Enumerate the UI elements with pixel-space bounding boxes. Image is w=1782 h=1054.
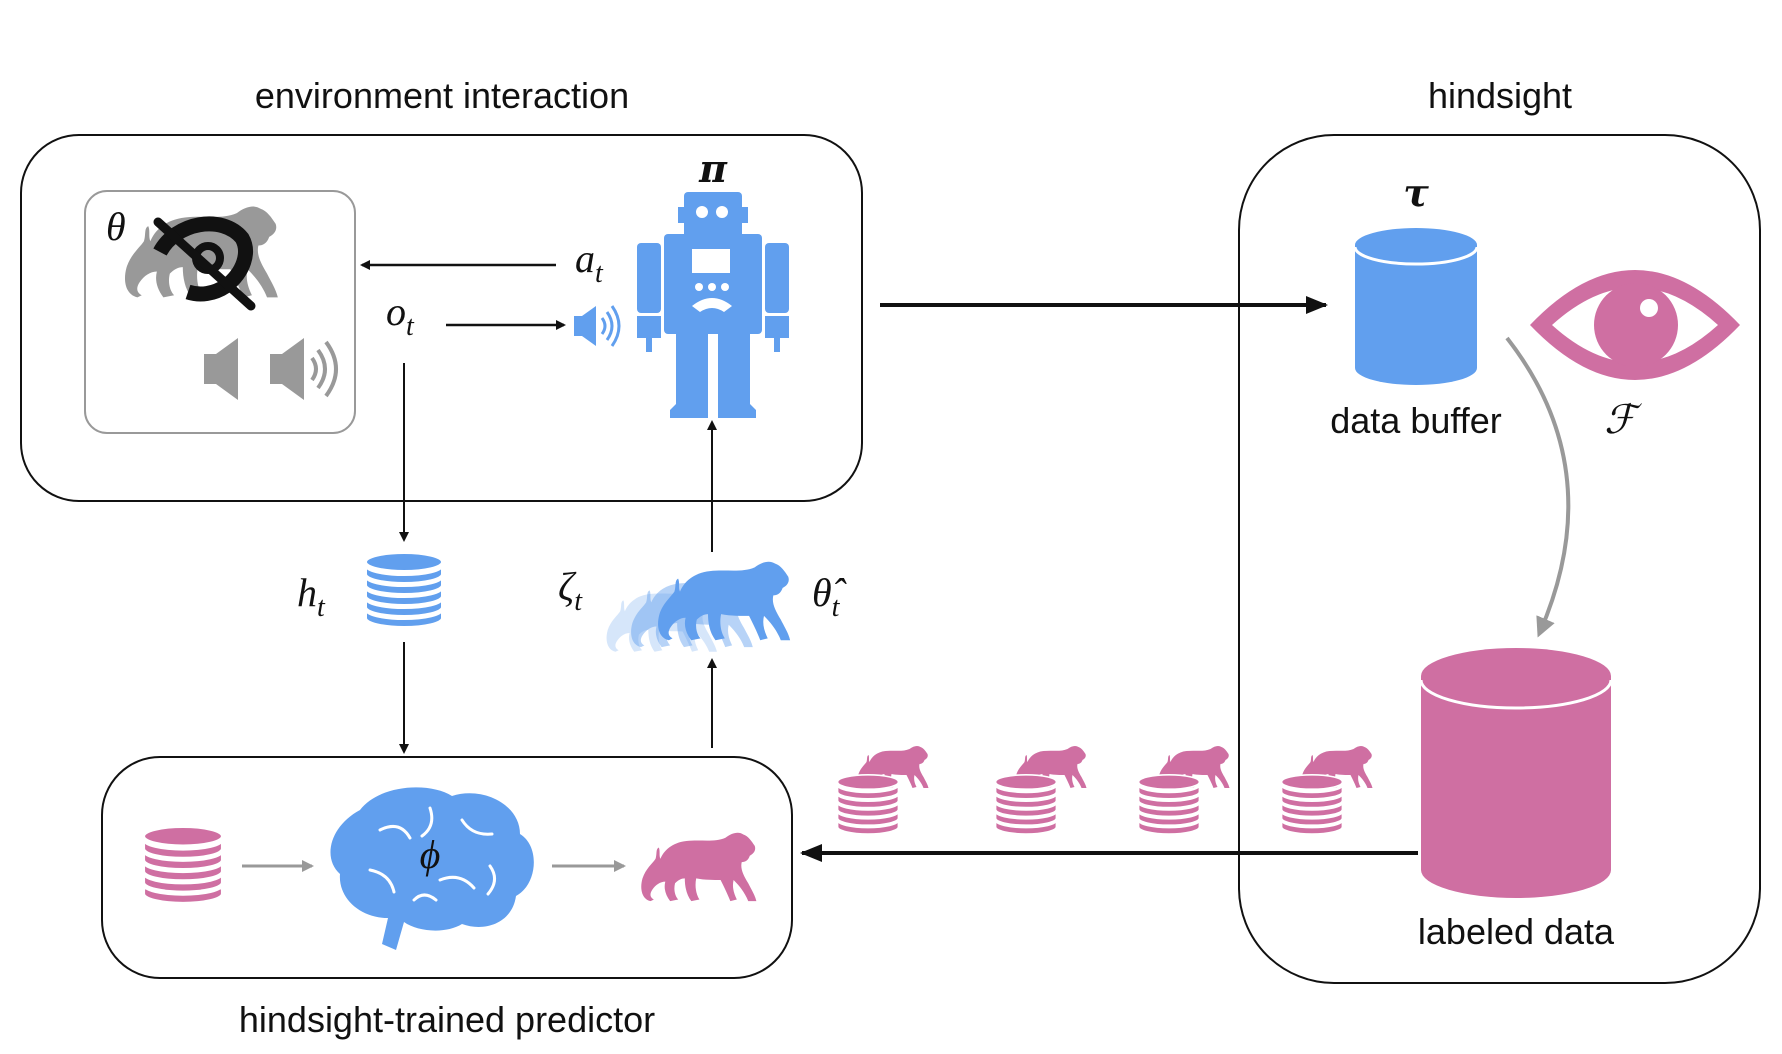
labeled-data-label: labeled data xyxy=(1418,911,1615,952)
speaker-high-icon xyxy=(270,338,338,400)
environment-title: environment interaction xyxy=(255,75,629,116)
hindsight-function-label: ℱ xyxy=(1604,397,1642,442)
predictor-box xyxy=(101,756,793,979)
predictor-section: ϕ hindsight-trained predictor xyxy=(101,756,793,1040)
labeled-batch xyxy=(1137,745,1230,838)
data-buffer-label: data buffer xyxy=(1330,400,1501,441)
training-database-icon xyxy=(143,826,223,907)
theta-hat-label: θ̂t xyxy=(812,570,847,623)
theta-label: θ xyxy=(106,204,126,249)
predictor-title: hindsight-trained predictor xyxy=(239,999,655,1040)
policy-label: π xyxy=(698,146,728,191)
hindsight-title: hindsight xyxy=(1428,75,1572,116)
phi-label: ϕ xyxy=(420,832,441,877)
labeling-arrow xyxy=(1505,336,1571,638)
environment-section: environment interaction θ at ot xyxy=(20,75,863,502)
database-icon xyxy=(836,774,900,838)
labeled-batch xyxy=(1280,745,1373,838)
robot-face xyxy=(692,206,732,312)
estimated-tiger-icons xyxy=(606,561,791,652)
labeled-batch xyxy=(994,745,1087,838)
speaker-observation-icon xyxy=(574,305,621,347)
action-label: at xyxy=(575,236,604,289)
observation-label: ot xyxy=(386,289,415,342)
database-icon xyxy=(1137,774,1201,838)
brain-icon xyxy=(330,787,534,950)
zeta-label: ζt xyxy=(558,564,583,617)
labeled-data-icon xyxy=(1419,648,1613,898)
eye-slash-icon xyxy=(153,216,256,311)
labeled-batches xyxy=(836,745,1373,838)
predicted-tiger-icon xyxy=(641,832,757,902)
hindsight-box xyxy=(1238,134,1761,984)
tau-label: τ xyxy=(1403,170,1429,215)
hindsight-section: hindsight τ data buffer ℱ labeled data xyxy=(1238,75,1761,984)
history-label: ht xyxy=(297,570,326,623)
speaker-low-icon xyxy=(204,338,238,400)
eye-icon xyxy=(1530,270,1740,380)
history-database-icon xyxy=(365,552,443,631)
database-icon xyxy=(1280,774,1344,838)
data-buffer-icon xyxy=(1353,228,1479,385)
database-icon xyxy=(994,774,1058,838)
environment-box xyxy=(20,134,863,502)
labeled-batch xyxy=(836,745,929,838)
